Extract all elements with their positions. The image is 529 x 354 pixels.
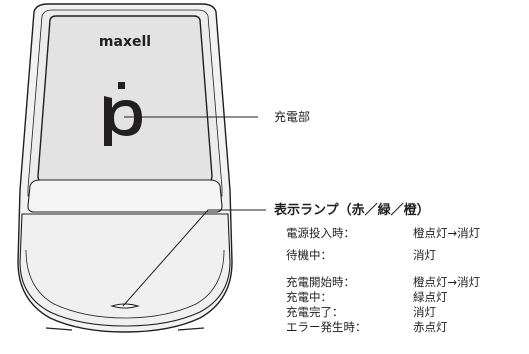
indicator-lamp <box>110 303 140 309</box>
status-indicator: 赤点灯 <box>413 320 448 334</box>
brand-logo: maxell <box>99 34 151 50</box>
status-indicator: 橙点灯→消灯 <box>413 275 481 289</box>
status-state: エラー発生時： <box>286 320 367 334</box>
status-state: 充電開始時： <box>286 275 355 289</box>
status-state: 電源投入時： <box>286 226 355 240</box>
base-inner-line <box>25 249 225 319</box>
tray-lip <box>27 179 223 213</box>
status-indicator: 消灯 <box>413 248 436 262</box>
charging-part-label: 充電部 <box>274 110 311 124</box>
base-front <box>19 213 231 327</box>
indicator-lamp-title: 表示ランプ（赤／緑／橙） <box>274 203 430 218</box>
status-indicator: 緑点灯 <box>413 290 448 304</box>
charger-device <box>17 3 233 333</box>
qi-logo-icon <box>104 82 142 146</box>
status-indicator: 橙点灯→消灯 <box>413 226 481 240</box>
status-state: 充電中： <box>286 290 332 304</box>
foot-right <box>177 327 205 331</box>
status-state: 待機中： <box>286 248 332 262</box>
status-indicator: 消灯 <box>413 305 436 319</box>
status-state: 充電完了： <box>286 305 344 319</box>
leader-indicator-lamp <box>122 209 266 307</box>
foot-left <box>45 327 73 331</box>
